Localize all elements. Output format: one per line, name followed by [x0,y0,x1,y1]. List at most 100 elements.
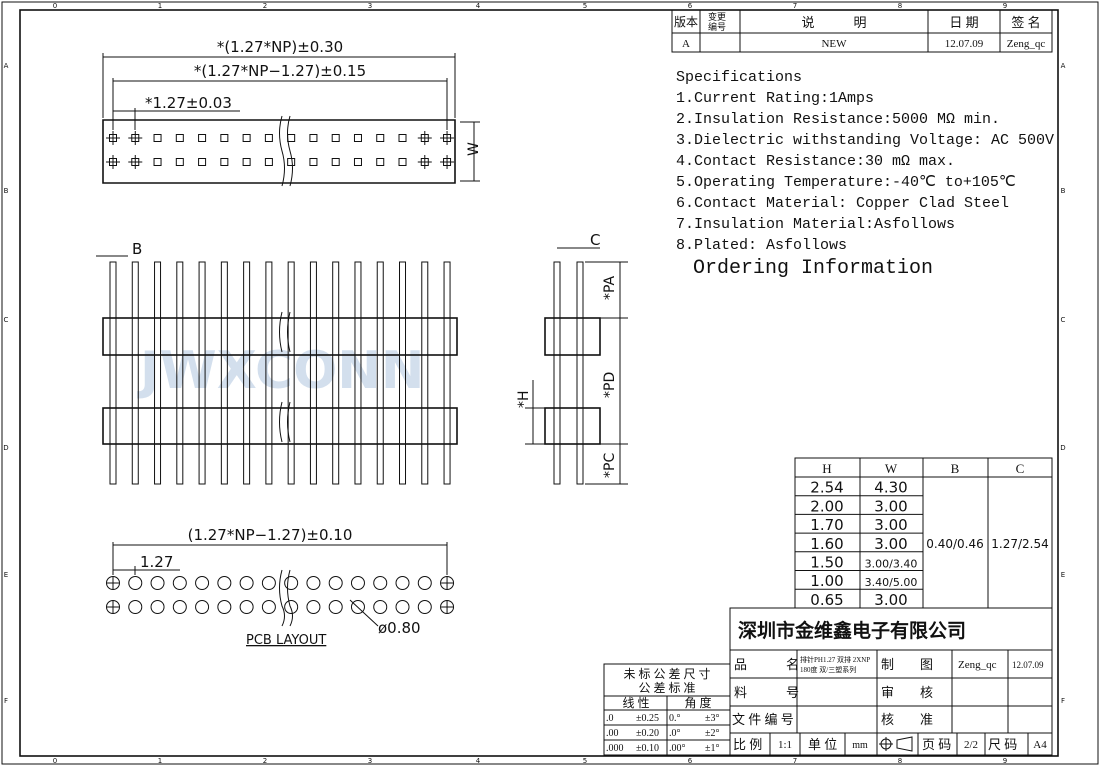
pin-square [175,134,184,142]
frame-column-label: 1 [158,757,162,765]
tolerance-linear-value: ±0.25 [636,713,659,724]
pcb-layout: (1.27*NP−1.27)±0.10 1.27 ø0.80 PCB LAYOU… [106,526,455,648]
frame-column-label: 7 [793,757,797,765]
doc-no-label: 文 件 编 号 [732,712,794,727]
table-h-value: 1.60 [810,535,843,553]
size-value: A4 [1033,739,1047,751]
company-name: 深圳市金维鑫电子有限公司 [738,619,966,642]
pcb-hole [261,600,276,614]
pin-square [287,134,296,142]
spec-title: Specifications [676,69,802,86]
label-h: *H [516,390,532,408]
frame-row-label: A [1061,62,1066,70]
pin-square [287,158,296,166]
pin [421,261,429,485]
rev-date: 12.07.09 [945,38,984,50]
table-w-value: 3.00 [874,497,907,515]
spec-item: 6.Contact Material: Copper Clad Steel [676,195,1009,212]
pcb-hole [128,576,143,590]
rev-version: A [682,38,690,50]
pin-square [331,158,340,166]
pin-square [242,134,251,142]
pin [354,261,362,485]
pcb-hole [106,600,120,614]
unit-label: 单 位 [808,737,837,752]
spec-item: 2.Insulation Resistance:5000 MΩ min. [676,111,1000,128]
table-h-value: 1.70 [810,516,843,534]
rev-description: NEW [821,38,847,50]
pcb-hole [440,576,455,590]
tolerance-linear-precision: .000 [606,743,624,754]
frame-column-label: 3 [368,757,372,765]
pin [376,261,384,485]
page-label: 页 码 [922,737,951,752]
pcb-hole [172,600,187,614]
pcb-hole [172,576,187,590]
pin [220,261,228,485]
pin-square [331,134,340,142]
pcb-hole [239,600,254,614]
frame-column-label: 2 [263,757,267,765]
checked-label: 审 核 [881,685,933,700]
pcb-hole [350,600,365,614]
pin [443,261,451,485]
frame-row-label: D [3,444,8,452]
tolerance-angle-precision: .0° [669,728,681,739]
pcb-hole [284,600,299,614]
title-block: 深圳市金维鑫电子有限公司 品 名 排针PH1.27 双排 2XNP 180度 双… [729,607,1053,756]
frame-column-label: 6 [688,2,693,10]
pcb-hole [350,576,365,590]
pcb-hole [373,600,388,614]
pin-square [175,158,184,166]
table-w-value: 3.00 [874,516,907,534]
pcb-hole [328,576,343,590]
pin-square [198,158,207,166]
table-h-value: 2.54 [810,479,843,497]
pcb-hole [284,576,299,590]
pin-square [309,158,318,166]
label-w: W [466,142,482,156]
specifications: Specifications 1.Current Rating:1Amps 2.I… [676,69,1054,280]
pcb-hole [195,576,210,590]
tolerance-angle-precision: .00° [669,743,686,754]
frame-row-label: E [4,571,8,579]
pin-square [376,134,385,142]
pin-square [376,158,385,166]
table-w-value: 3.40/5.00 [865,576,918,589]
drawn-by: Zeng_qc [958,659,997,671]
rev-header-change: 变更 [708,11,726,22]
pin-square [220,134,229,142]
tolerance-linear-precision: .00 [606,728,619,739]
label-pc: *PC [602,453,618,478]
label-c: C [590,231,600,249]
pcb-dim-span: (1.27*NP−1.27)±0.10 [188,526,353,544]
frame-row-label: C [1061,316,1066,324]
frame-column-label: 8 [898,757,902,765]
tolerance-linear-precision: .0 [606,713,614,724]
rev-header-date: 日 期 [949,15,978,30]
rev-signature: Zeng_qc [1007,38,1046,50]
page-value: 2/2 [964,739,978,751]
spec-item: 5.Operating Temperature:-40℃ to+105℃ [676,174,1016,191]
pin [309,261,317,485]
top-view: *(1.27*NP)±0.30 *(1.27*NP−1.27)±0.15 *1.… [102,38,482,187]
pin-square [309,134,318,142]
scale-value: 1:1 [778,739,792,751]
table-w-value: 4.30 [874,479,907,497]
drawn-date: 12.07.09 [1012,660,1044,670]
table-header: H [822,461,831,476]
table-header: C [1016,461,1025,476]
label-pd: *PD [602,372,618,398]
pin [176,261,184,485]
rev-header-number: 编号 [708,21,726,32]
tolerance-linear-value: ±0.20 [636,728,659,739]
frame-column-label: 5 [583,2,587,10]
spec-item: 1.Current Rating:1Amps [676,90,874,107]
dim-span: *(1.27*NP−1.27)±0.15 [194,62,366,80]
pcb-hole [440,600,455,614]
ordering-title: Ordering Information [693,257,933,280]
